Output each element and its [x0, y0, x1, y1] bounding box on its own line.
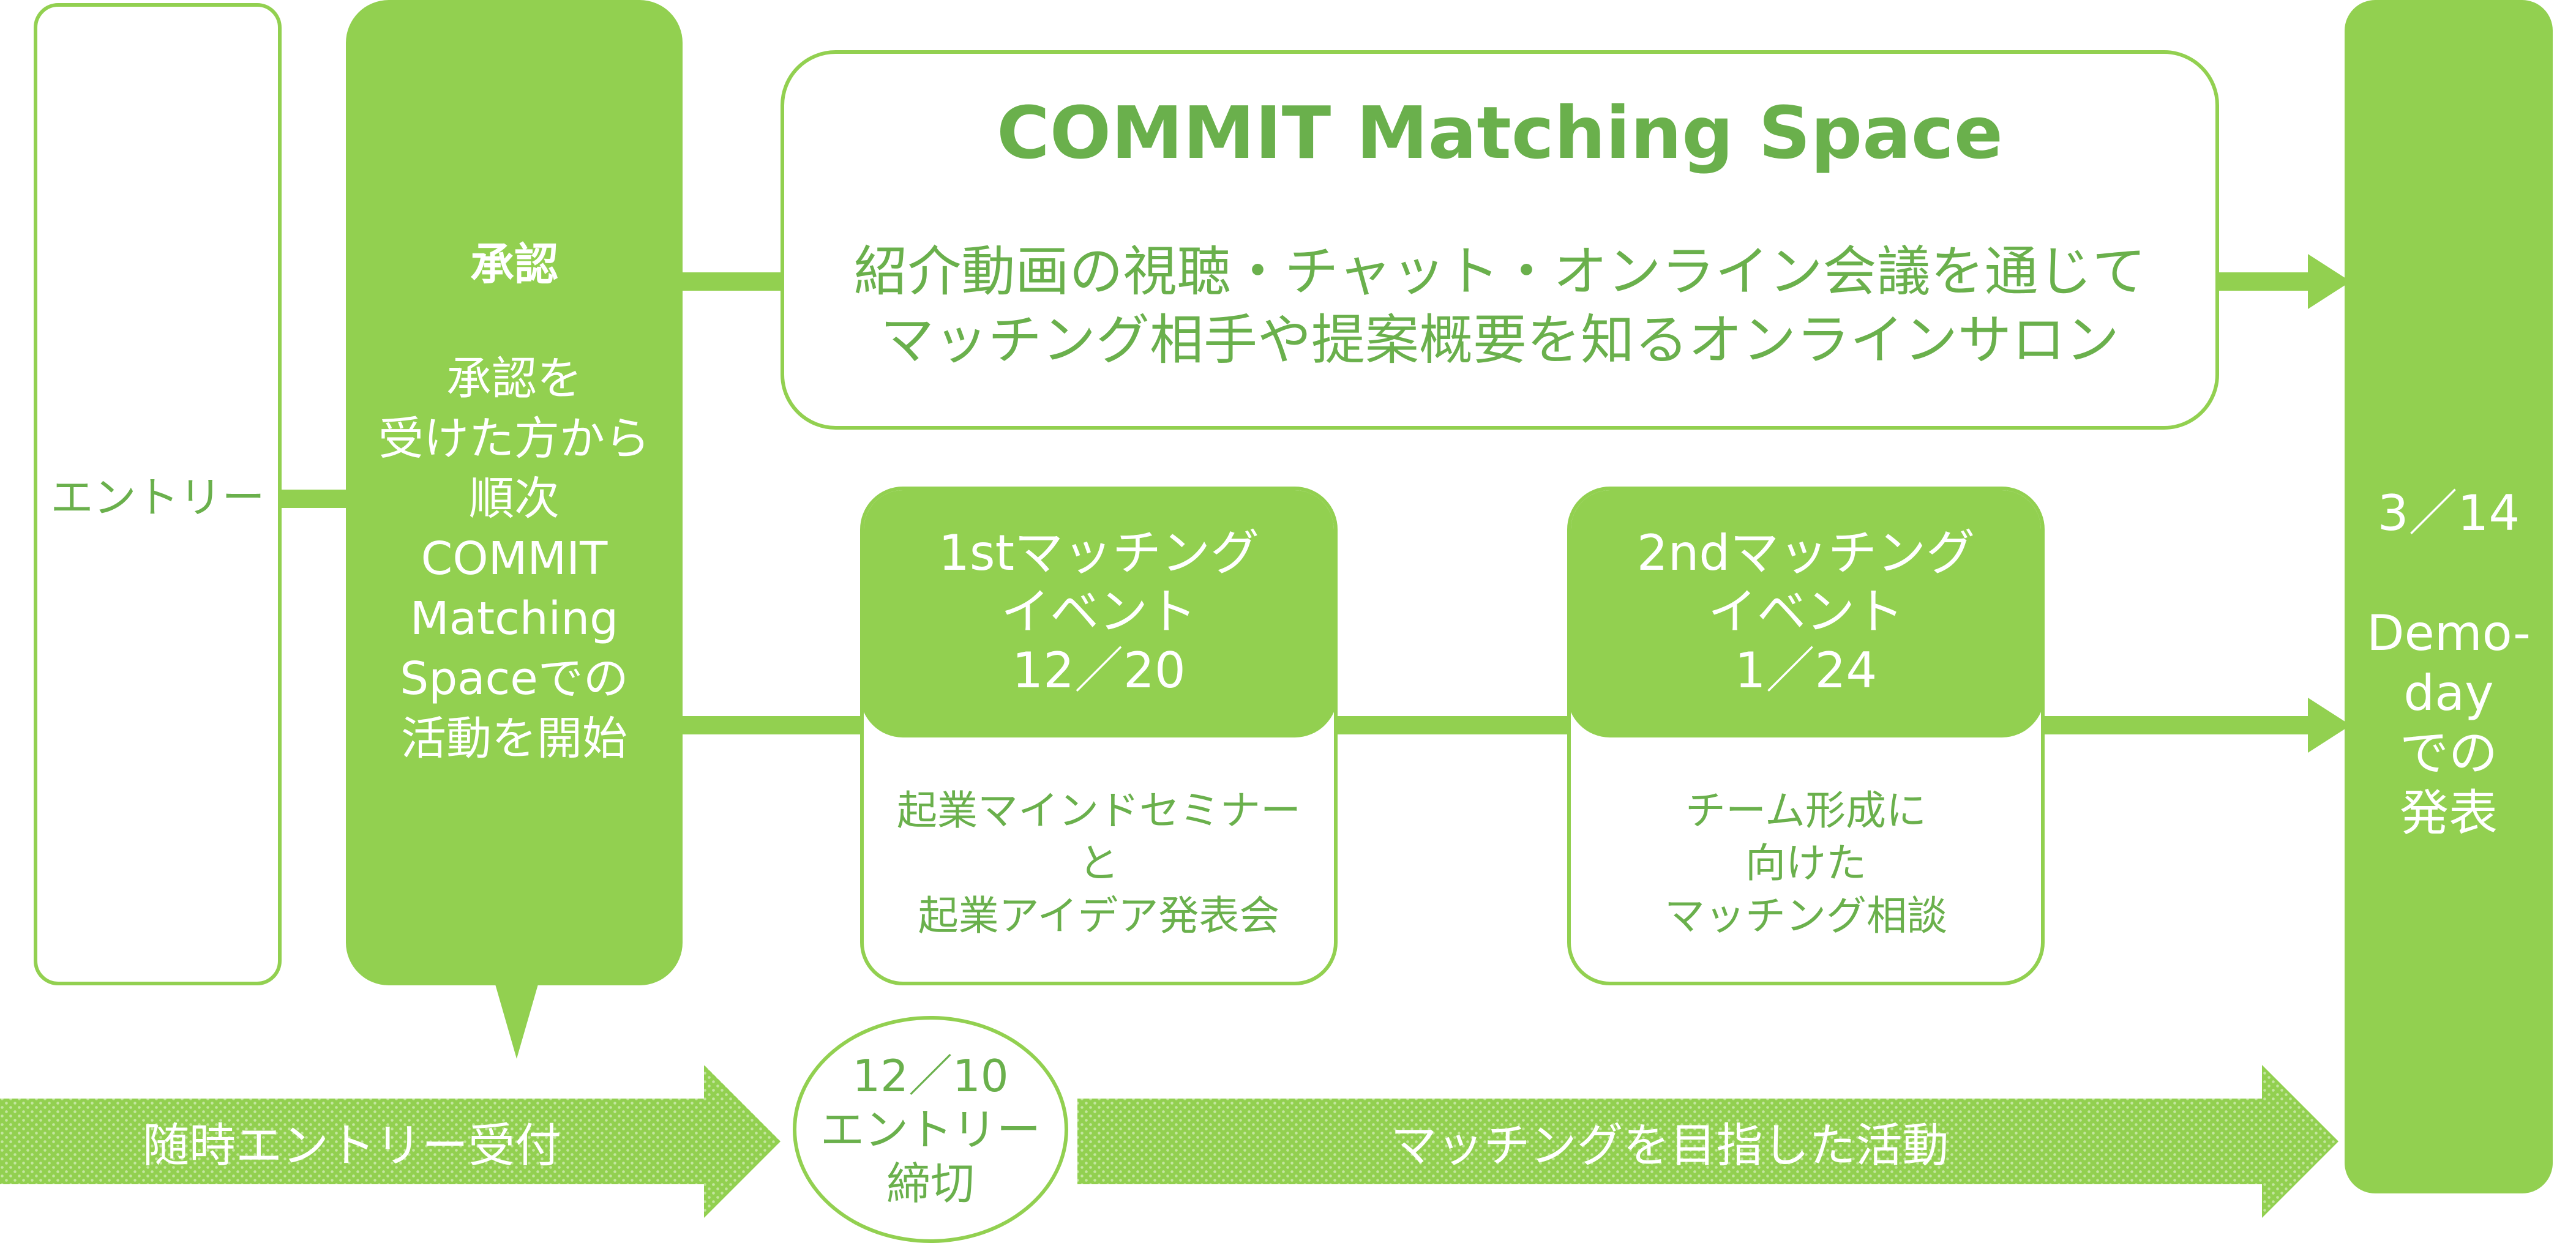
entry-approval-connector [275, 490, 349, 508]
approval-body: 承認を 受けた方から 順次 COMMIT Matching Spaceでの 活動… [378, 353, 650, 765]
timeline-arrow-2-label: マッチングを目指した活動 [1390, 1118, 1949, 1173]
event-1-body-wrap: 起業マインドセミナー と 起業アイデア発表会 [864, 772, 1334, 955]
entry-label: エントリー [50, 472, 265, 523]
event-1-body: 起業マインドセミナー と 起業アイデア発表会 [897, 787, 1301, 939]
approval-space-connector [680, 272, 790, 291]
timeline-arrow-activity [1077, 1065, 2338, 1218]
event-1-header-text: 1stマッチング イベント 12／20 [938, 524, 1259, 699]
event-card-2: 2ndマッチング イベント 1／24 チーム形成に 向けた マッチング相談 [1567, 487, 2045, 985]
event-card-1: 1stマッチング イベント 12／20 起業マインドセミナー と 起業アイデア発… [860, 487, 1338, 985]
approval-title: 承認 [470, 238, 558, 290]
events-demoday-arrowhead [2308, 698, 2351, 753]
timeline-arrow-2-label-wrap: マッチングを目指した活動 [1077, 1099, 2262, 1184]
space-demoday-arrowhead [2308, 254, 2351, 309]
approval-title-wrap: 承認 [346, 226, 683, 294]
entry-box: エントリー [34, 3, 282, 985]
timeline-arrow-1-label: 随時エントリー受付 [143, 1118, 561, 1173]
approval-box: 承認 承認を 受けた方から 順次 COMMIT Matching Spaceでの… [346, 0, 683, 985]
timeline-arrow-entry [0, 1065, 781, 1218]
approval-pointer [495, 982, 539, 1059]
space-demoday-connector [2216, 272, 2320, 291]
event-2-body-wrap: チーム形成に 向けた マッチング相談 [1571, 772, 2041, 955]
timeline-arrow-1-label-wrap: 随時エントリー受付 [0, 1099, 704, 1184]
event-1-header: 1stマッチング イベント 12／20 [864, 490, 1334, 737]
matching-space-title: COMMIT Matching Space [997, 91, 2003, 175]
matching-space-box: COMMIT Matching Space 紹介動画の視聴・チャット・オンライン… [781, 50, 2219, 430]
demo-day-label: 3／14 Demo- day での 発表 [2366, 485, 2531, 842]
event-2-body: チーム形成に 向けた マッチング相談 [1664, 787, 1947, 939]
event-2-header: 2ndマッチング イベント 1／24 [1571, 490, 2041, 737]
matching-space-description: 紹介動画の視聴・チャット・オンライン会議を通じて マッチング相手や提案概要を知る… [853, 240, 2146, 371]
event-2-header-text: 2ndマッチング イベント 1／24 [1636, 524, 1975, 699]
demo-day-box: 3／14 Demo- day での 発表 [2345, 0, 2553, 1193]
deadline-circle: 12／10 エントリー 締切 [793, 1016, 1068, 1243]
deadline-text: 12／10 エントリー 締切 [820, 1050, 1041, 1209]
